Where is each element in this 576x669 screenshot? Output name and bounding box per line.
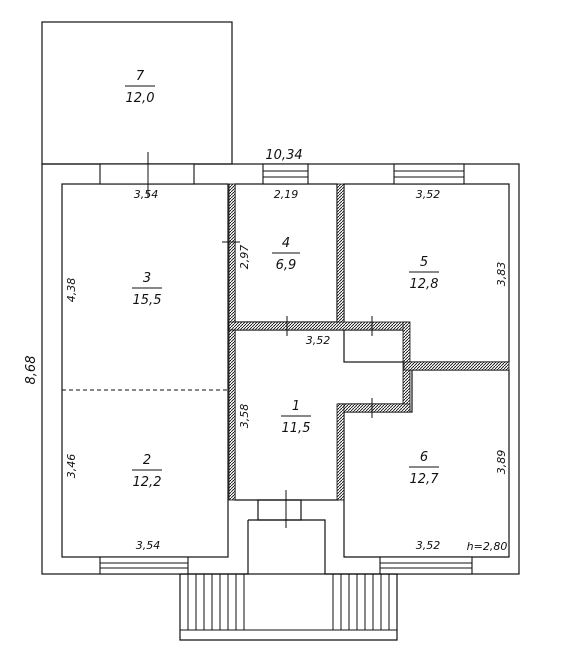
dim-room2-bottom: 3,54 <box>136 539 161 552</box>
svg-text:7: 7 <box>136 69 145 84</box>
room-4-label: 4 6,9 <box>272 236 300 273</box>
svg-text:15,5: 15,5 <box>133 293 162 308</box>
svg-text:6: 6 <box>420 450 428 465</box>
overall-height-label: 8,68 <box>24 356 39 385</box>
dim-room6-right: 3,89 <box>495 450 508 475</box>
svg-text:4: 4 <box>282 236 290 251</box>
svg-text:2: 2 <box>143 453 151 468</box>
svg-text:12,0: 12,0 <box>126 91 155 106</box>
dim-room3-top: 3,54 <box>134 188 159 201</box>
room-3-label: 3 15,5 <box>132 271 162 308</box>
dim-room6-bottom: 3,52 <box>416 539 441 552</box>
dim-room4-top: 2,19 <box>274 188 299 201</box>
room-7-label: 7 12,0 <box>125 69 155 106</box>
dim-room5-right: 3,83 <box>495 262 508 287</box>
svg-text:12,8: 12,8 <box>410 277 439 292</box>
dim-room3-left: 4,38 <box>65 278 78 303</box>
dim-room2-left: 3,46 <box>65 454 78 479</box>
overall-width-label: 10,34 <box>265 148 302 163</box>
svg-text:1: 1 <box>292 399 300 414</box>
partition-walls <box>228 183 510 501</box>
room-6-label: 6 12,7 <box>409 450 439 487</box>
svg-text:11,5: 11,5 <box>282 421 311 436</box>
svg-text:12,2: 12,2 <box>133 475 162 490</box>
room-2-label: 2 12,2 <box>132 453 162 490</box>
svg-text:6,9: 6,9 <box>276 258 297 273</box>
windows <box>99 163 473 575</box>
svg-text:3: 3 <box>143 271 151 286</box>
dim-room5-top: 3,52 <box>416 188 441 201</box>
ceiling-height-label: h=2,80 <box>467 540 508 553</box>
room-1-label: 1 11,5 <box>281 399 311 436</box>
porch <box>179 499 398 641</box>
door-marks <box>147 152 373 528</box>
dim-corridor: 3,52 <box>306 334 331 347</box>
dim-room4-left: 2,97 <box>238 245 251 270</box>
dim-room1-left: 3,58 <box>238 404 251 429</box>
room-5-label: 5 12,8 <box>409 255 439 292</box>
svg-text:5: 5 <box>420 255 428 270</box>
svg-text:12,7: 12,7 <box>410 472 440 487</box>
